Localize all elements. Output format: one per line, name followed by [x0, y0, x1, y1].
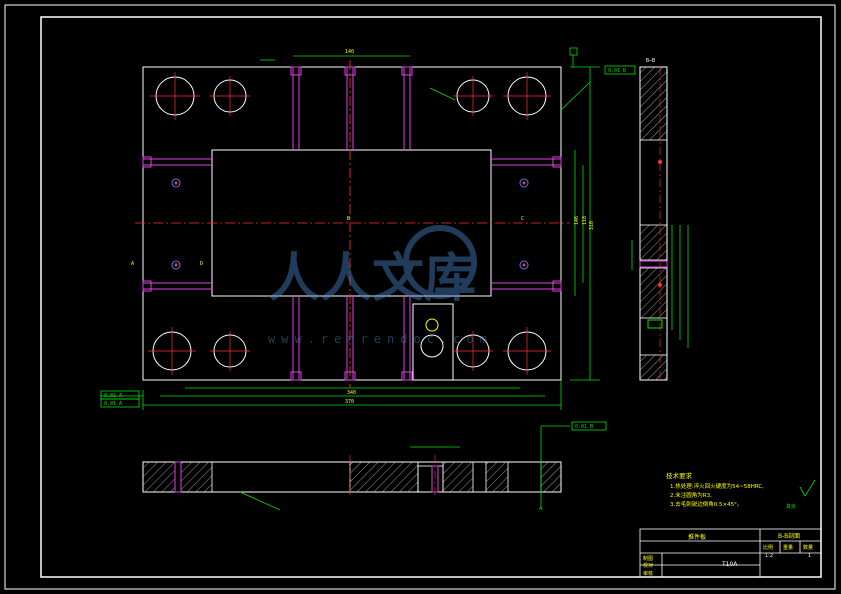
outer-border [4, 4, 836, 590]
roughness-symbol: 其余 [786, 479, 816, 510]
tol-text-1: 0.01 B [608, 68, 626, 74]
watermark-cn: 人人文库 [268, 249, 476, 309]
roughness-note: 其余 [786, 503, 796, 510]
tolerance-box-top: 0.01 B [604, 65, 636, 75]
weight-label: 重量 [783, 544, 793, 551]
section-label: B—B [646, 58, 655, 64]
dim-texts: 370 340 140 310 146 118 A B C D [131, 49, 595, 405]
cooling-channels [143, 67, 561, 380]
tech-line-2: 2.未注圆角为R3, [670, 491, 712, 499]
inner-border [40, 16, 822, 578]
material: T10A [721, 561, 738, 568]
title-block-text: 推件板 B-B剖面 比例 重量 数量 1:2 1 T10A 制图 校对 审核 [643, 532, 813, 577]
svg-text:370: 370 [345, 399, 354, 405]
tech-requirements: 技术要求 1.热处理:淬火回火硬度为54~58HRC, 2.未注圆角为R3, 3… [666, 471, 764, 508]
tech-line-3: 3.去毛刺锐边倒角0.5×45°。 [670, 500, 742, 508]
bottom-section-view: 0.01 B A [142, 421, 607, 512]
tol-text-2: 0.02 A [104, 393, 122, 399]
hole-centerlines [148, 72, 551, 375]
channel-plugs [142, 66, 562, 381]
watermark: 人人文库 www.renrendoc.com [268, 225, 493, 346]
dimension-lines [100, 55, 600, 410]
svg-text:146: 146 [574, 216, 580, 225]
ejector-notch [412, 303, 454, 381]
datum-marker [569, 47, 578, 67]
tech-line-1: 1.热处理:淬火回火硬度为54~58HRC, [670, 482, 764, 490]
watermark-url: www.renrendoc.com [268, 332, 493, 346]
qty-value: 1 [808, 553, 811, 559]
svg-text:340: 340 [347, 390, 356, 396]
tol-text-3: 0.01 A [104, 401, 122, 407]
row-draw: 制图 [643, 555, 653, 562]
row-approve: 审核 [643, 570, 653, 577]
title-block [639, 528, 822, 578]
flatness-box: 0.01 B [571, 421, 607, 431]
qty-label: 数量 [803, 544, 813, 551]
screw-holes [171, 178, 529, 332]
scale-value: 1:2 [765, 553, 773, 559]
svg-text:D: D [200, 261, 203, 267]
scale-label: 比例 [763, 544, 773, 551]
row-check: 校对 [643, 562, 653, 569]
part-name: 推件板 [688, 533, 706, 541]
tolerance-box-left: 0.02 A 0.01 A [100, 390, 140, 408]
svg-text:310: 310 [589, 221, 595, 230]
svg-text:B: B [347, 216, 350, 222]
svg-text:A: A [131, 261, 134, 267]
tech-title: 技术要求 [666, 471, 693, 480]
svg-text:118: 118 [582, 216, 588, 225]
side-section-view: B—B [631, 58, 689, 381]
svg-text:C: C [521, 216, 524, 222]
drawing-no: B-B剖面 [778, 532, 800, 540]
section-mark: A [539, 505, 543, 512]
flatness-text: 0.01 B [575, 424, 593, 430]
svg-text:140: 140 [345, 49, 354, 55]
plan-view: 370 340 140 310 146 118 A B C D 0.01 B 0.02… [100, 47, 636, 410]
